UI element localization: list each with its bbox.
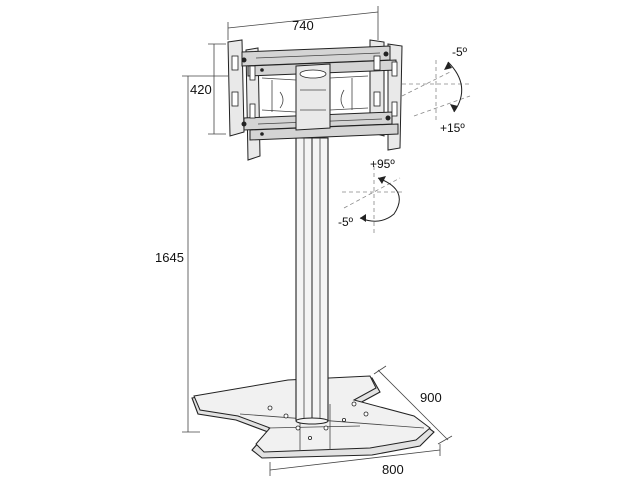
dimension-total-height-label: 1645 [155, 250, 184, 265]
dimension-width-label: 740 [292, 18, 314, 33]
dimension-base-depth: 900 [373, 365, 453, 445]
swivel-left-label: +95º [370, 157, 395, 171]
dimension-total-height: 1645 [155, 75, 228, 433]
dimension-height-label: 420 [190, 82, 212, 97]
tilt-up-label: -5º [452, 45, 468, 59]
swivel-indicator: +95º -5º [338, 157, 404, 236]
tilt-arrow-down-icon [450, 104, 458, 112]
dimension-height: 420 [190, 43, 226, 135]
vesa-mount-bracket [227, 39, 403, 161]
dimension-base-width-label: 800 [382, 462, 404, 477]
column-pole [295, 137, 329, 425]
swivel-right-label: -5º [338, 215, 354, 229]
swivel-arrow-left-icon [378, 176, 386, 184]
tilt-indicator: -5º +15º [401, 45, 471, 135]
tilt-down-label: +15º [440, 121, 465, 135]
dimension-base-depth-label: 900 [420, 390, 442, 405]
tilt-arrow-up-icon [444, 62, 452, 70]
dimension-width: 740 [227, 6, 379, 40]
swivel-arrow-right-icon [360, 214, 366, 222]
dimension-base-width: 800 [269, 444, 441, 477]
